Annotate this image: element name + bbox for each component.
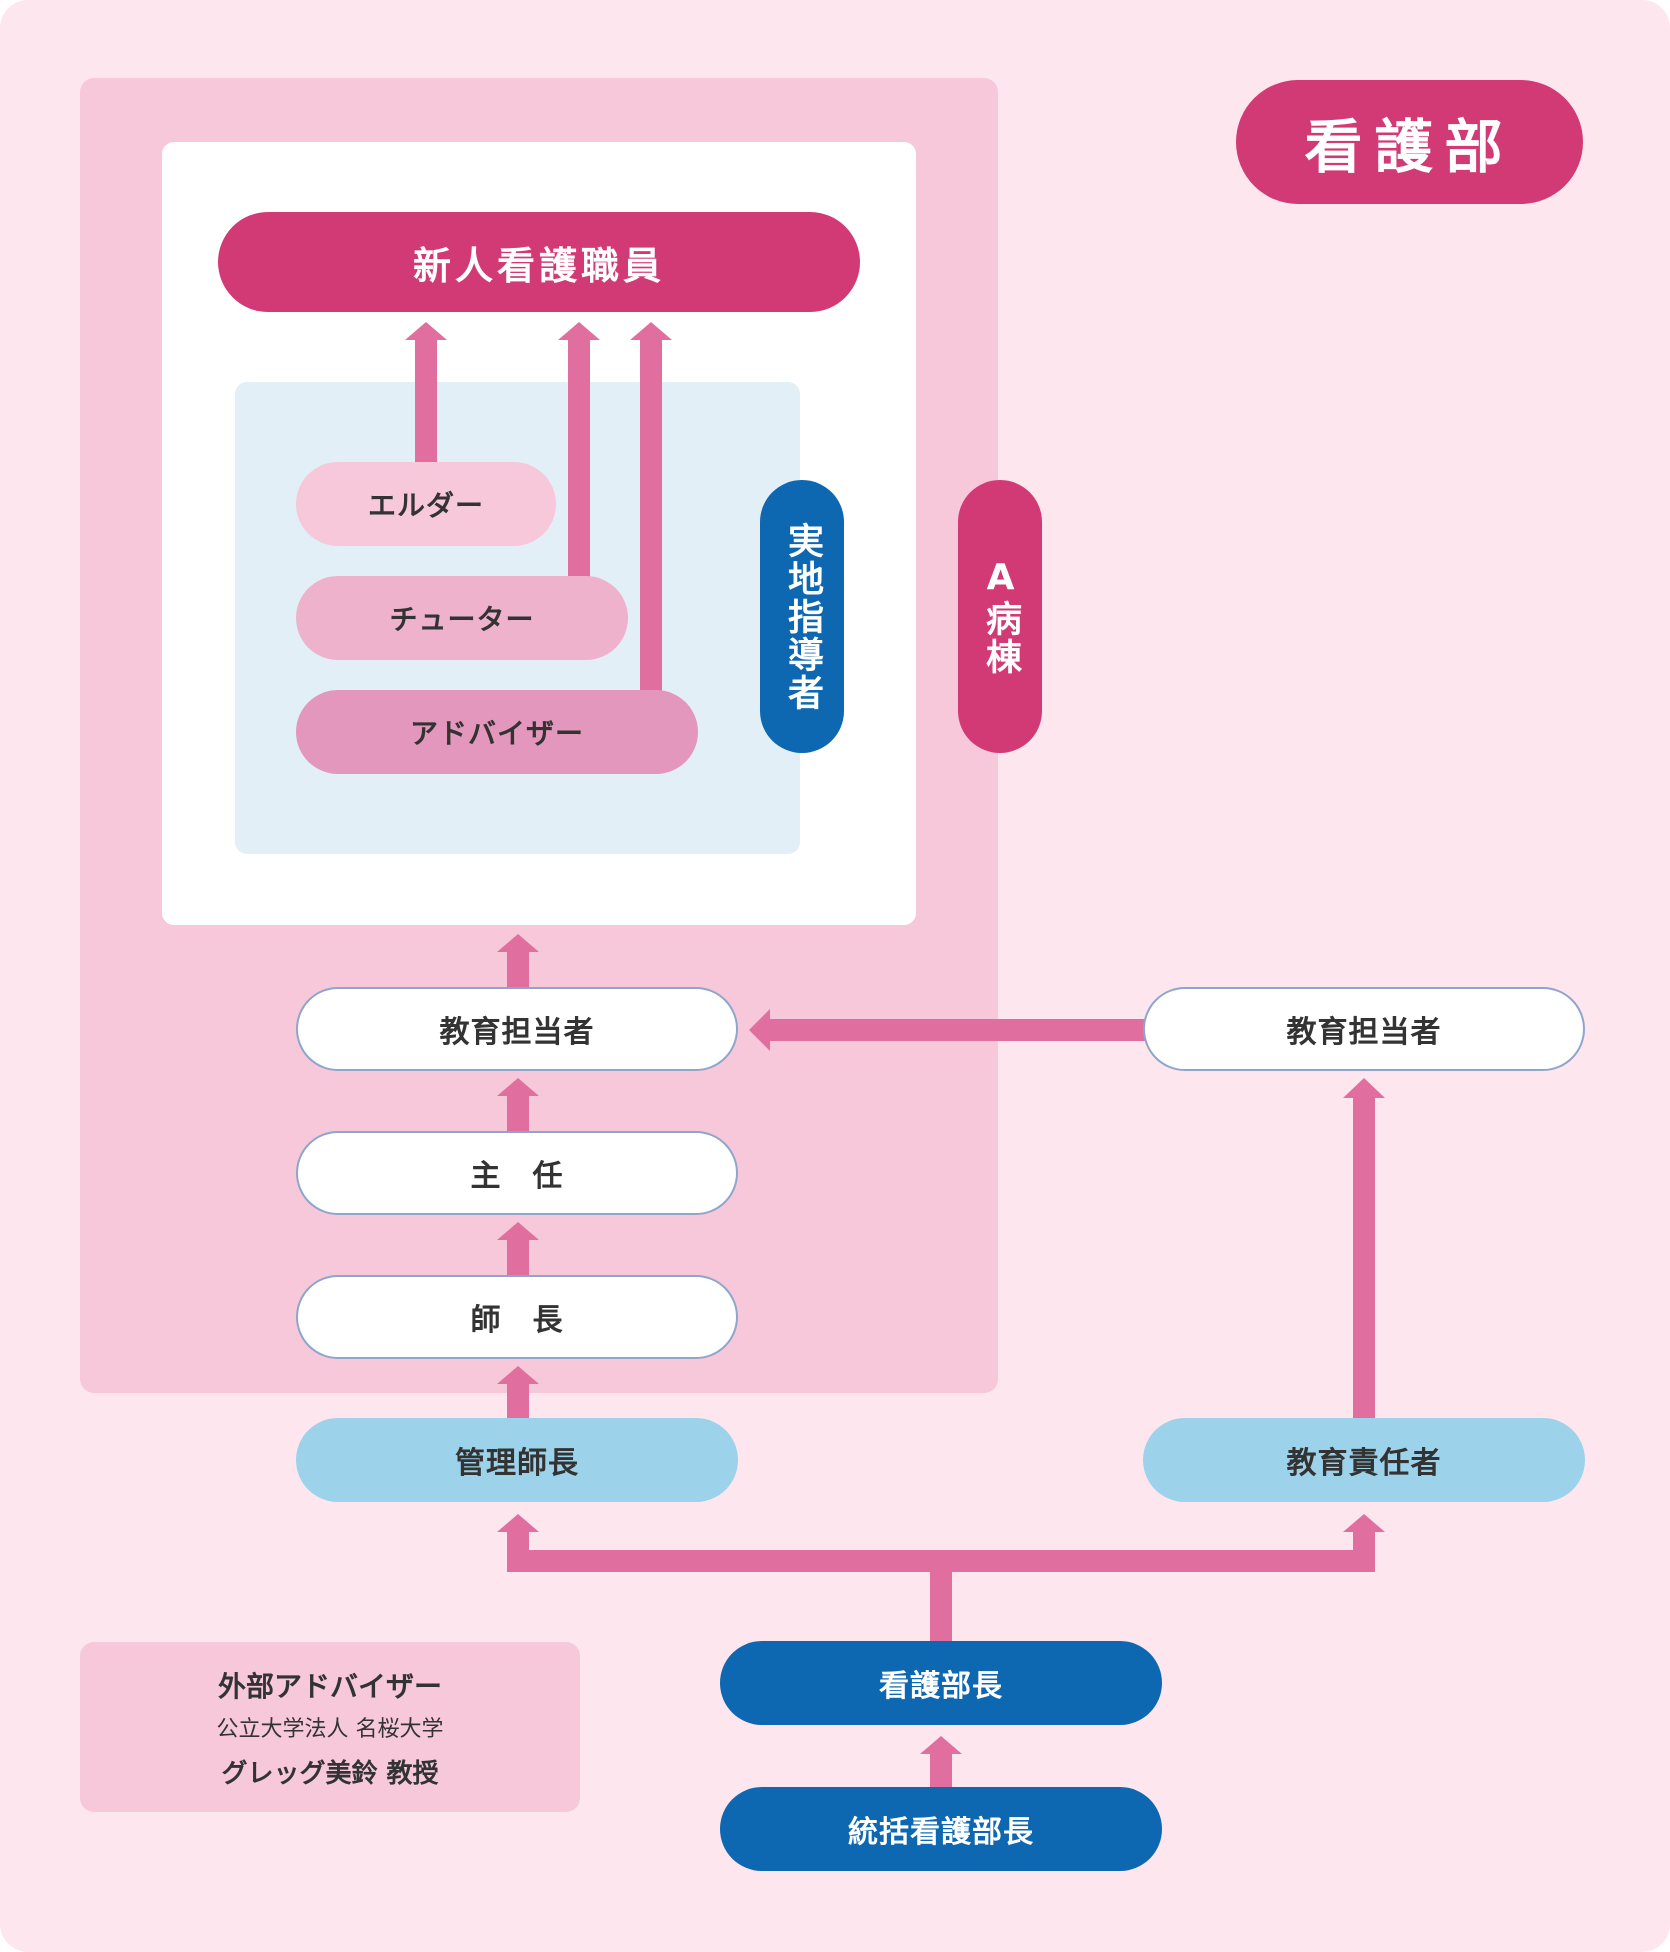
arrow-elder-shaft bbox=[415, 338, 437, 466]
chief-label: 主 任 bbox=[470, 1159, 564, 1194]
arrow-manager-shaft bbox=[1353, 1098, 1375, 1420]
arrow-elder-head bbox=[405, 322, 447, 340]
dept-education-officer-label: 教育担当者 bbox=[1286, 1015, 1442, 1050]
ward-education-officer-label: 教育担当者 bbox=[439, 1015, 595, 1050]
department-title: 看護部 bbox=[1304, 113, 1515, 181]
arrow-head-nurse-shaft bbox=[507, 1240, 529, 1278]
field-instructor-badge: 実地指導者 bbox=[760, 480, 844, 753]
arrow-tutor-shaft bbox=[568, 338, 590, 578]
external-adviser-person: グレッグ美鈴 教授 bbox=[221, 1758, 439, 1789]
external-adviser-affiliation: 公立大学法人 名桜大学 bbox=[216, 1716, 444, 1742]
tutor-label: チューター bbox=[389, 603, 535, 636]
arrow-general-shaft bbox=[930, 1752, 952, 1792]
arrow-branch-left-head bbox=[497, 1514, 539, 1532]
adviser-box: アドバイザー bbox=[296, 690, 698, 774]
general-nursing-director-label: 統括看護部長 bbox=[848, 1815, 1034, 1850]
managing-head-nurse-box: 管理師長 bbox=[296, 1418, 738, 1502]
arrow-tutor-head bbox=[558, 322, 600, 340]
ward-badge: A病棟 bbox=[958, 480, 1042, 753]
arrow-branch-bar bbox=[507, 1550, 1375, 1572]
arrow-managing-head bbox=[497, 1366, 539, 1384]
education-manager-label: 教育責任者 bbox=[1286, 1446, 1442, 1481]
ward-education-officer-box: 教育担当者 bbox=[296, 987, 738, 1071]
nursing-director-label: 看護部長 bbox=[879, 1669, 1003, 1704]
head-nurse-box: 師 長 bbox=[296, 1275, 738, 1359]
department-title-badge: 看護部 bbox=[1236, 80, 1583, 204]
arrow-manager-head bbox=[1343, 1078, 1385, 1098]
elder-box: エルダー bbox=[296, 462, 556, 546]
arrow-managing-shaft bbox=[507, 1384, 529, 1422]
arrow-branch-right-shaft bbox=[1353, 1530, 1375, 1572]
tutor-box: チューター bbox=[296, 576, 628, 660]
arrow-left-head bbox=[749, 1009, 770, 1051]
new-nurse-label: 新人看護職員 bbox=[412, 243, 665, 288]
external-adviser-heading: 外部アドバイザー bbox=[217, 1669, 442, 1703]
arrow-head-nurse-head bbox=[497, 1222, 539, 1240]
arrow-left-shaft bbox=[768, 1019, 1146, 1041]
arrow-officer-shaft bbox=[507, 952, 529, 990]
elder-label: エルダー bbox=[367, 489, 484, 522]
general-nursing-director-box: 統括看護部長 bbox=[720, 1787, 1162, 1871]
adviser-label: アドバイザー bbox=[409, 717, 584, 750]
field-instructor-label: 実地指導者 bbox=[782, 521, 823, 712]
arrow-adviser-head bbox=[630, 322, 672, 340]
arrow-branch-left-shaft bbox=[507, 1530, 529, 1572]
dept-education-officer-box: 教育担当者 bbox=[1143, 987, 1585, 1071]
chief-box: 主 任 bbox=[296, 1131, 738, 1215]
head-nurse-label: 師 長 bbox=[470, 1303, 564, 1338]
managing-head-nurse-label: 管理師長 bbox=[455, 1446, 579, 1481]
ward-label: A病棟 bbox=[980, 557, 1021, 676]
arrow-chief-shaft bbox=[507, 1096, 529, 1134]
new-nurse-box: 新人看護職員 bbox=[218, 212, 860, 312]
nursing-director-box: 看護部長 bbox=[720, 1641, 1162, 1725]
arrow-director-shaft bbox=[930, 1550, 952, 1644]
arrow-general-head bbox=[920, 1736, 962, 1754]
arrow-adviser-shaft bbox=[640, 338, 662, 693]
arrow-branch-right-head bbox=[1343, 1514, 1385, 1532]
education-manager-box: 教育責任者 bbox=[1143, 1418, 1585, 1502]
arrow-officer-head bbox=[497, 934, 539, 952]
external-adviser-box: 外部アドバイザー 公立大学法人 名桜大学 グレッグ美鈴 教授 bbox=[80, 1642, 580, 1812]
arrow-chief-head bbox=[497, 1078, 539, 1096]
